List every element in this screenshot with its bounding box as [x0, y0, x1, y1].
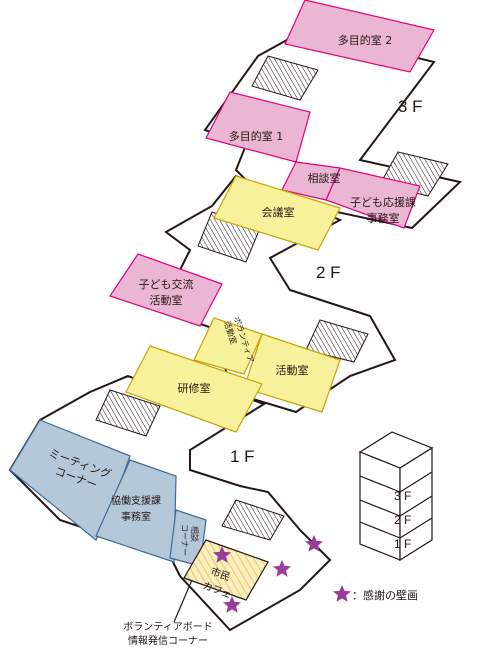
label-soudan-corner-2: コーナー: [180, 524, 189, 556]
label-kodomo-koryu-1: 子ども交流: [139, 277, 194, 291]
stairs-3f-left: [251, 55, 319, 101]
label-tamokuteki2: 多目的室 2: [338, 33, 393, 47]
room-kaigi[interactable]: [213, 175, 341, 251]
label-tamokuteki1: 多目的室 1: [229, 129, 284, 143]
label-kodomo-oen-2: 事務室: [367, 211, 400, 225]
floor-1f: 研修室 ミーティング コーナー 協働支援課 事務室 相談 コーナー 市民 カフェ…: [8, 345, 332, 647]
star-icon[interactable]: [273, 560, 291, 577]
floor-3f: 多目的室 2 多目的室 1 相談室 子ども応援課 事務室 3 F: [203, 0, 463, 230]
floor-2f: 会議室 子ども交流 活動室 ボランティア 活動室 活動室 2 F: [109, 174, 397, 414]
star-icon[interactable]: [305, 535, 323, 552]
room-kenshu[interactable]: [125, 345, 263, 433]
legend-star-icon: [333, 585, 351, 602]
floor-label-1f: 1 F: [230, 447, 255, 466]
room-katsudo[interactable]: [243, 333, 341, 413]
star-icon[interactable]: [223, 596, 241, 613]
stairs-1f-right: [221, 499, 285, 541]
mural-markers: [213, 535, 323, 613]
stairs-2f-right: [305, 319, 369, 363]
label-kyodo-2: 事務室: [121, 510, 151, 523]
room-shimin-cafe[interactable]: [183, 539, 269, 601]
stairs-1f-left: [95, 389, 161, 437]
label-kyodo-1: 協働支援課: [111, 494, 161, 507]
star-icon[interactable]: [213, 546, 231, 563]
room-kodomo-oen[interactable]: [325, 167, 421, 229]
legend: ：感謝の壁画: [333, 585, 418, 602]
room-volunteer[interactable]: [193, 317, 263, 375]
mini-label-2f: 2 F: [394, 513, 411, 527]
callout-line2: 情報発信コーナー: [128, 634, 208, 647]
mini-building: [358, 431, 434, 562]
label-soudan-corner-1: 相談: [190, 526, 200, 542]
label-kaigi: 会議室: [262, 205, 295, 219]
room-tamokuteki2[interactable]: [284, 0, 435, 73]
mini-label-1f: 1 F: [394, 537, 411, 551]
label-soudan-3f: 相談室: [308, 171, 341, 185]
label-katsudo: 活動室: [276, 363, 309, 377]
label-kodomo-oen-1: 子ども応援課: [350, 195, 416, 209]
label-kenshu: 研修室: [178, 381, 211, 395]
room-kyodo[interactable]: [95, 459, 177, 563]
label-kodomo-koryu-2: 活動室: [150, 293, 183, 307]
callout-leader: [173, 579, 193, 623]
floor-label-3f: 3 F: [398, 97, 423, 116]
floor-label-2f: 2 F: [316, 263, 341, 282]
callout-line1: ボランティアボード: [123, 621, 212, 633]
legend-label: ：感謝の壁画: [352, 588, 418, 602]
mini-label-3f: 3 F: [394, 489, 411, 503]
room-kodomo-koryu[interactable]: [109, 253, 223, 327]
